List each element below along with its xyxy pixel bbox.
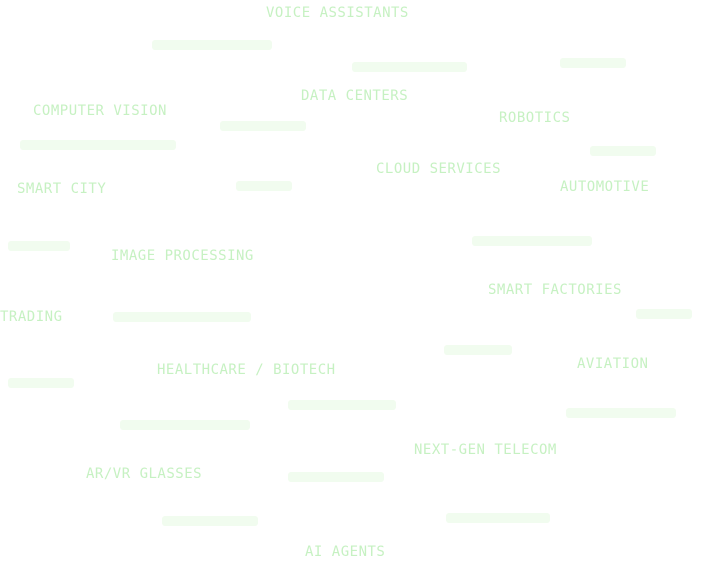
term-automotive: AUTOMOTIVE: [560, 179, 650, 195]
term-ai-agents: AI AGENTS: [305, 544, 386, 560]
faint-term-blob: [152, 40, 272, 50]
term-aviation: AVIATION: [577, 356, 649, 372]
term-ar-vr-glasses: AR/VR GLASSES: [86, 466, 203, 482]
term-computer-vision: COMPUTER VISION: [33, 103, 167, 119]
faint-term-blob: [113, 312, 251, 322]
faint-term-blob: [220, 121, 306, 131]
term-healthcare-biotech: HEALTHCARE / BIOTECH: [157, 362, 336, 378]
faint-term-blob: [566, 408, 676, 418]
faint-term-blob: [444, 345, 512, 355]
faint-term-blob: [352, 62, 467, 72]
faint-term-blob: [8, 241, 70, 251]
term-voice-assistants: VOICE ASSISTANTS: [266, 5, 409, 21]
faint-term-blob: [636, 309, 692, 319]
faint-term-blob: [288, 400, 396, 410]
faint-term-blob: [472, 236, 592, 246]
term-robotics: ROBOTICS: [499, 110, 571, 126]
term-smart-city: SMART CITY: [17, 181, 107, 197]
faint-term-blob: [20, 140, 176, 150]
faint-term-blob: [590, 146, 656, 156]
faint-term-blob: [120, 420, 250, 430]
faint-term-blob: [288, 472, 384, 482]
faint-term-blob: [236, 181, 292, 191]
faint-term-blob: [446, 513, 550, 523]
faint-term-blob: [560, 58, 626, 68]
term-cloud-services: CLOUD SERVICES: [376, 161, 502, 177]
term-data-centers: DATA CENTERS: [301, 88, 409, 104]
term-trading: TRADING: [0, 309, 63, 325]
faint-term-blob: [8, 378, 74, 388]
term-image-processing: IMAGE PROCESSING: [111, 248, 254, 264]
term-smart-factories: SMART FACTORIES: [488, 282, 622, 298]
faint-term-blob: [162, 516, 258, 526]
term-next-gen-telecom: NEXT-GEN TELECOM: [414, 442, 557, 458]
